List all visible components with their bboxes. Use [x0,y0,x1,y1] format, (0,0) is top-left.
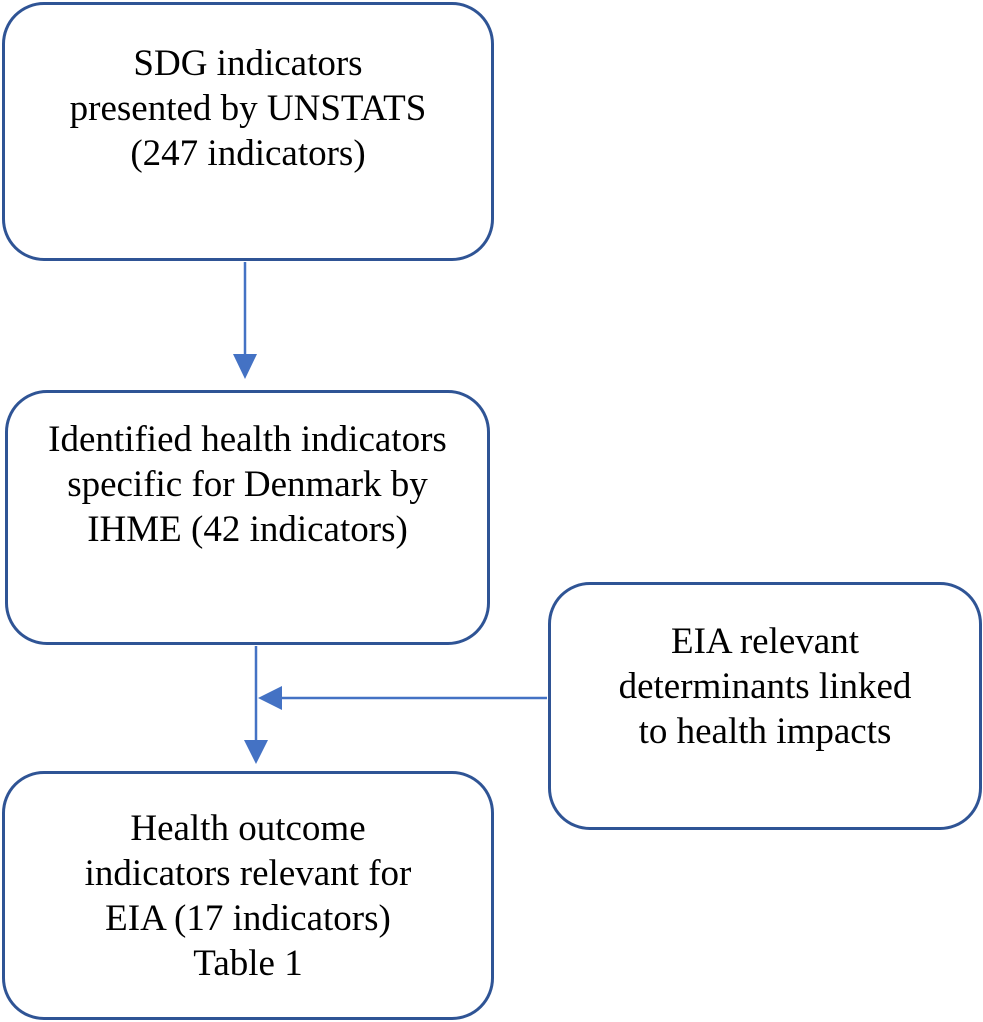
ihme-box-line-1: Identified health indicators [48,419,447,460]
sdg-box-line-3: (247 indicators) [130,133,366,174]
ihme-health-indicators-box: Identified health indicators specific fo… [5,390,490,645]
sdg-box-line-2: presented by UNSTATS [69,88,427,129]
arrow-ihme-to-outcome [244,646,268,764]
outcome-box-line-4: Table 1 [193,943,303,984]
arrow-eia-determinants-to-connector [258,686,547,710]
eia-determinants-line-1: EIA relevant [671,621,859,662]
sdg-indicators-box: SDG indicators presented by UNSTATS (247… [2,2,494,261]
outcome-box-line-3: EIA (17 indicators) [105,898,391,939]
sdg-box-line-1: SDG indicators [133,43,363,84]
health-outcome-indicators-box: Health outcome indicators relevant for E… [2,771,494,1020]
outcome-box-line-1: Health outcome [130,808,366,849]
eia-determinants-line-2: determinants linked [618,666,912,707]
eia-determinants-box: EIA relevant determinants linked to heal… [548,582,982,830]
eia-determinants-line-3: to health impacts [638,711,892,752]
outcome-box-line-2: indicators relevant for [84,853,412,894]
arrow-sdg-to-ihme [233,262,257,379]
ihme-box-line-3: IHME (42 indicators) [87,509,408,550]
ihme-box-line-2: specific for Denmark by [67,464,428,505]
